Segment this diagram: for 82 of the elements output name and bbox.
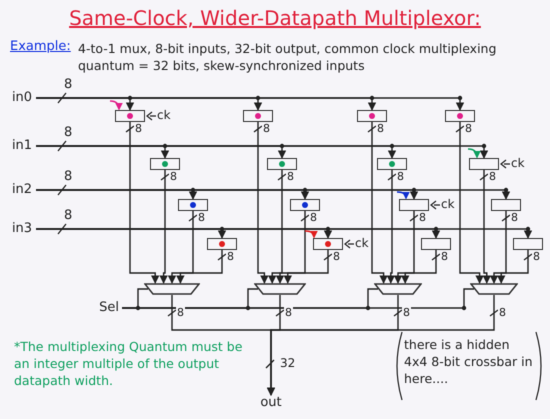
clock-label: ck	[355, 236, 369, 250]
signal-label: in3	[8, 221, 36, 237]
arrow	[268, 170, 283, 284]
bus-width-label: 8	[64, 170, 72, 184]
edge-label: 8	[169, 171, 178, 183]
arrow	[459, 122, 484, 284]
register-box	[115, 110, 145, 122]
multiplexer-symbol	[144, 283, 200, 295]
title: Same-Clock, Wider-Datapath Multiplexor:	[68, 6, 482, 30]
register-box	[513, 238, 543, 250]
arrow	[257, 122, 269, 284]
arrow	[490, 211, 507, 284]
edge-label: 8	[532, 251, 541, 263]
arrow	[176, 250, 223, 284]
arrow	[497, 250, 529, 284]
edge-label: 8	[376, 123, 385, 135]
arrow	[386, 170, 395, 284]
edge-label: 8	[402, 307, 411, 319]
edge-label: 8	[418, 212, 427, 224]
signal-label: in1	[8, 138, 36, 154]
edge-label: 8	[488, 171, 497, 183]
clock-label: ck	[157, 108, 171, 122]
edge-label: 8	[332, 251, 341, 263]
edge-label: 8	[197, 212, 206, 224]
edge-label: 8	[176, 307, 185, 319]
clock-label: ck	[511, 156, 525, 170]
signal-label: out	[256, 395, 286, 411]
arrow	[284, 250, 329, 284]
edge-label: 8	[464, 123, 473, 135]
arrow	[129, 122, 160, 284]
bus-width-label: 8	[64, 78, 72, 92]
signal-label: in0	[8, 90, 36, 106]
arrow	[36, 145, 488, 159]
edge-label: 8	[284, 307, 293, 319]
register-box	[267, 158, 297, 170]
register-box	[150, 158, 180, 170]
arrow	[36, 228, 532, 239]
arrow	[276, 211, 306, 284]
register-box	[313, 238, 343, 250]
register-box	[290, 199, 320, 211]
arrow	[482, 170, 491, 284]
bus-width-label: 32	[280, 356, 296, 370]
multiplexer-symbol	[254, 283, 306, 295]
register-box	[243, 110, 273, 122]
register-box	[445, 110, 475, 122]
example-heading: Example:	[10, 40, 72, 54]
note-text: there is a hidden 4x4 8-bit crossbar in here....	[404, 336, 534, 387]
bus-width-label: 8	[64, 209, 72, 223]
connector-line	[122, 288, 474, 309]
example-text: 4-to-1 mux, 8-bit inputs, 32-bit output, common clock multiplexing quantum = 32 bits, skew-synchronized inputs	[78, 40, 498, 74]
register-box	[421, 238, 451, 250]
register-box	[207, 238, 237, 250]
signal-label: Sel	[96, 300, 122, 316]
arrow	[36, 97, 464, 111]
register-box	[399, 199, 429, 211]
register-box	[469, 158, 499, 170]
arrow	[371, 122, 388, 284]
clock-label: ck	[441, 197, 455, 211]
multiplexer-symbol	[374, 283, 422, 295]
register-box	[178, 199, 208, 211]
edge-label: 8	[286, 171, 295, 183]
arrow	[401, 250, 437, 284]
arrow	[394, 211, 415, 284]
edge-label: 8	[440, 251, 449, 263]
edge-label: 8	[396, 171, 405, 183]
bus-width-label: 8	[64, 126, 72, 140]
edge-label: 8	[226, 251, 235, 263]
arrow	[266, 295, 495, 396]
edge-label: 8	[134, 123, 143, 135]
arrow	[36, 189, 510, 200]
multiplexer-symbol	[470, 283, 518, 295]
edge-label: 8	[498, 307, 507, 319]
edge-label: 8	[309, 212, 318, 224]
register-box	[377, 158, 407, 170]
note-text: *The multiplexing Quantum must be an integer multiple of the output datapath width.	[14, 338, 244, 389]
edge-label: 8	[262, 123, 271, 135]
edge-label: 8	[510, 212, 519, 224]
register-box	[491, 199, 521, 211]
register-box	[357, 110, 387, 122]
signal-label: in2	[8, 182, 36, 198]
arrow	[159, 170, 168, 284]
arrow	[168, 211, 194, 284]
